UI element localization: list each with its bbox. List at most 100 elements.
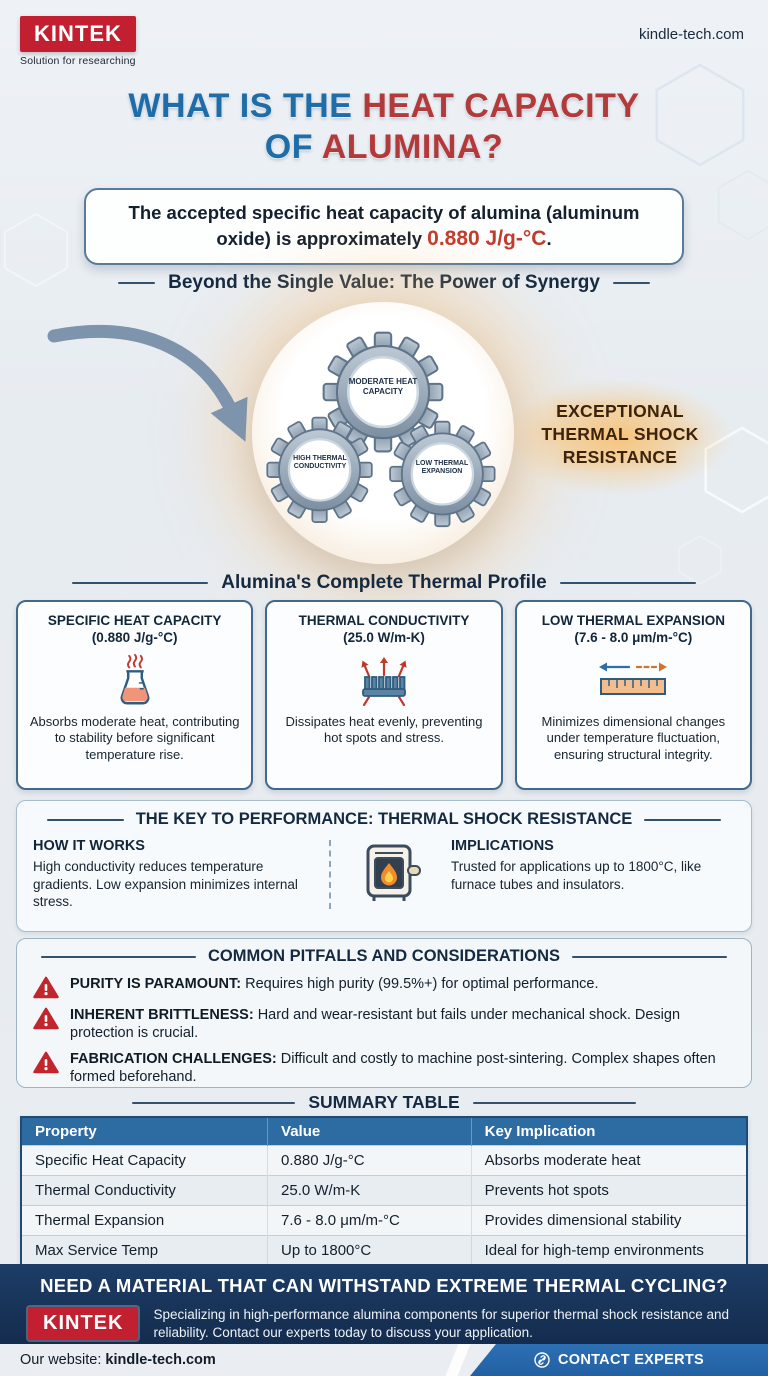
cell-implication: Provides dimensional stability xyxy=(470,1205,746,1236)
cell-property: Max Service Temp xyxy=(22,1235,268,1265)
dashed-divider xyxy=(329,840,331,909)
heading-line-left xyxy=(72,582,209,584)
heading-line-right xyxy=(572,955,727,958)
card-title: THERMAL CONDUCTIVITY xyxy=(298,613,470,628)
pitfall-text: Hard and wear-resistant but fails under … xyxy=(70,1007,681,1042)
synergy-section-heading: Beyond the Single Value: The Power of Sy… xyxy=(0,272,768,294)
website-link-bottom[interactable]: kindle-tech.com xyxy=(105,1352,216,1368)
intro-callout: The accepted specific heat capacity of a… xyxy=(84,188,684,266)
footer-description: Specializing in high-performance alumina… xyxy=(153,1307,729,1340)
website-line: Our website: kindle-tech.com xyxy=(20,1344,216,1376)
summary-heading-text: SUMMARY TABLE xyxy=(308,1092,460,1112)
pitfalls-section: COMMON PITFALLS AND CONSIDERATIONS PURIT… xyxy=(16,938,752,1088)
card-description: Minimizes dimensional changes under temp… xyxy=(541,713,726,763)
diagonal-stripe xyxy=(445,1344,471,1376)
header-logo-block: KINTEK Solution for researching xyxy=(20,16,136,67)
cell-value: 7.6 - 8.0 μm/m-°C xyxy=(267,1205,472,1236)
how-it-works-block: HOW IT WORKS High conductivity reduces t… xyxy=(33,838,317,911)
pitfall-item-brittleness: INHERENT BRITTLENESS: Hard and wear-resi… xyxy=(33,1006,735,1043)
cell-property: Thermal Expansion xyxy=(22,1205,268,1236)
cell-value: 25.0 W/m-K xyxy=(267,1175,472,1206)
card-specific-heat: SPECIFIC HEAT CAPACITY (0.880 J/g-°C) xyxy=(16,600,254,790)
how-it-works-text: High conductivity reduces temperature gr… xyxy=(33,859,298,910)
website-label: Our website: xyxy=(20,1352,102,1368)
logo-tagline: Solution for researching xyxy=(20,55,136,67)
footer-cta-section: NEED A MATERIAL THAT CAN WITHSTAND EXTRE… xyxy=(0,1264,768,1344)
table-row: Specific Heat Capacity 0.880 J/g-°C Abso… xyxy=(22,1145,746,1176)
column-header-implication: Key Implication xyxy=(470,1118,746,1146)
thermal-profile-cards: SPECIFIC HEAT CAPACITY (0.880 J/g-°C) xyxy=(16,600,752,790)
column-header-property: Property xyxy=(22,1118,268,1146)
gear-label-heat-capacity: MODERATE HEAT CAPACITY xyxy=(348,377,418,396)
pitfall-label: FABRICATION CHALLENGES: xyxy=(70,1050,277,1067)
summary-table: Property Value Key Implication Specific … xyxy=(20,1116,748,1267)
page-title: WHAT IS THE HEAT CAPACITY OF ALUMINA? xyxy=(0,86,768,168)
heading-line-left xyxy=(118,282,156,284)
title-line2-red: ALUMINA? xyxy=(321,127,504,166)
heading-line-right xyxy=(644,818,722,821)
cell-property: Thermal Conductivity xyxy=(22,1175,268,1206)
table-row: Thermal Expansion 7.6 - 8.0 μm/m-°C Prov… xyxy=(22,1205,746,1236)
implications-text: Trusted for applications up to 1800°C, l… xyxy=(451,859,702,892)
card-thermal-conductivity: THERMAL CONDUCTIVITY (25.0 W/m-K) xyxy=(265,600,503,790)
card-subtitle: (0.880 J/g-°C) xyxy=(91,630,178,646)
intro-suffix: . xyxy=(546,228,552,250)
intro-text: The accepted specific heat capacity of a… xyxy=(128,202,640,250)
synergy-result-text: EXCEPTIONAL THERMAL SHOCK RESISTANCE xyxy=(541,401,699,467)
gear-label-expansion: LOW THERMAL EXPANSION xyxy=(415,460,469,476)
heatsink-icon xyxy=(276,652,491,710)
heading-line-left xyxy=(47,818,124,821)
profile-section-heading: Alumina's Complete Thermal Profile xyxy=(0,572,768,594)
card-description: Dissipates heat evenly, preventing hot s… xyxy=(285,713,483,746)
summary-table-heading: SUMMARY TABLE xyxy=(0,1092,768,1113)
kintek-logo-footer: KINTEK xyxy=(28,1307,139,1341)
pitfalls-heading: COMMON PITFALLS AND CONSIDERATIONS xyxy=(41,947,727,966)
result-glow xyxy=(505,378,733,496)
implications-block: IMPLICATIONS Trusted for applications up… xyxy=(439,838,735,893)
implications-title: IMPLICATIONS xyxy=(451,838,554,854)
website-link-top[interactable]: kindle-tech.com xyxy=(638,26,744,43)
pitfalls-heading-text: COMMON PITFALLS AND CONSIDERATIONS xyxy=(208,947,560,965)
cell-implication: Ideal for high-temp environments xyxy=(470,1235,746,1265)
key-heading-text: THE KEY TO PERFORMANCE: THERMAL SHOCK RE… xyxy=(135,810,633,828)
kintek-logo: KINTEK xyxy=(20,16,136,52)
column-header-value: Value xyxy=(267,1118,472,1146)
ruler-icon xyxy=(526,652,741,710)
profile-heading-text: Alumina's Complete Thermal Profile xyxy=(221,572,547,593)
card-description: Absorbs moderate heat, contributing to s… xyxy=(29,713,240,763)
footer-headline: NEED A MATERIAL THAT CAN WITHSTAND EXTRE… xyxy=(40,1275,728,1296)
heading-line-left xyxy=(41,955,196,958)
pitfall-text: Difficult and costly to machine post-sin… xyxy=(70,1050,716,1085)
table-header-row: Property Value Key Implication xyxy=(22,1118,746,1146)
cell-implication: Absorbs moderate heat xyxy=(470,1145,746,1176)
cell-implication: Prevents hot spots xyxy=(470,1175,746,1206)
pitfall-label: PURITY IS PARAMOUNT: xyxy=(70,976,242,992)
curved-arrow-icon xyxy=(47,324,248,442)
furnace-icon xyxy=(343,838,439,906)
key-performance-heading: THE KEY TO PERFORMANCE: THERMAL SHOCK RE… xyxy=(47,810,722,829)
heading-line-left xyxy=(132,1101,296,1104)
key-performance-section: THE KEY TO PERFORMANCE: THERMAL SHOCK RE… xyxy=(16,800,752,932)
pitfall-item-fabrication: FABRICATION CHALLENGES: Difficult and co… xyxy=(33,1050,735,1087)
pitfall-item-purity: PURITY IS PARAMOUNT: Requires high purit… xyxy=(33,975,735,999)
contact-button-label: CONTACT EXPERTS xyxy=(557,1352,705,1368)
contact-experts-button[interactable]: CONTACT EXPERTS xyxy=(470,1344,768,1376)
card-subtitle: (7.6 - 8.0 μm/m-°C) xyxy=(574,630,693,646)
card-subtitle: (25.0 W/m-K) xyxy=(343,630,425,646)
title-line1-red: HEAT CAPACITY xyxy=(362,87,640,125)
gear-label-conductivity: HIGH THERMAL CONDUCTIVITY xyxy=(293,455,347,471)
table-row: Thermal Conductivity 25.0 W/m-K Prevents… xyxy=(22,1175,746,1206)
cell-value: Up to 1800°C xyxy=(267,1235,472,1265)
beaker-icon xyxy=(27,652,242,710)
heading-line-right xyxy=(472,1101,636,1104)
gears-diagram xyxy=(266,331,496,528)
title-line2-blue: OF xyxy=(264,127,313,166)
heat-capacity-value: 0.880 J/g-°C xyxy=(427,227,547,251)
table-row: Max Service Temp Up to 1800°C Ideal for … xyxy=(22,1235,746,1265)
warning-icon xyxy=(33,1051,59,1073)
heading-line-right xyxy=(612,282,651,284)
pitfall-label: INHERENT BRITTLENESS: xyxy=(70,1007,254,1023)
warning-icon xyxy=(33,1007,59,1030)
bottom-bar: Our website: kindle-tech.com CONTACT EXP… xyxy=(0,1344,768,1376)
